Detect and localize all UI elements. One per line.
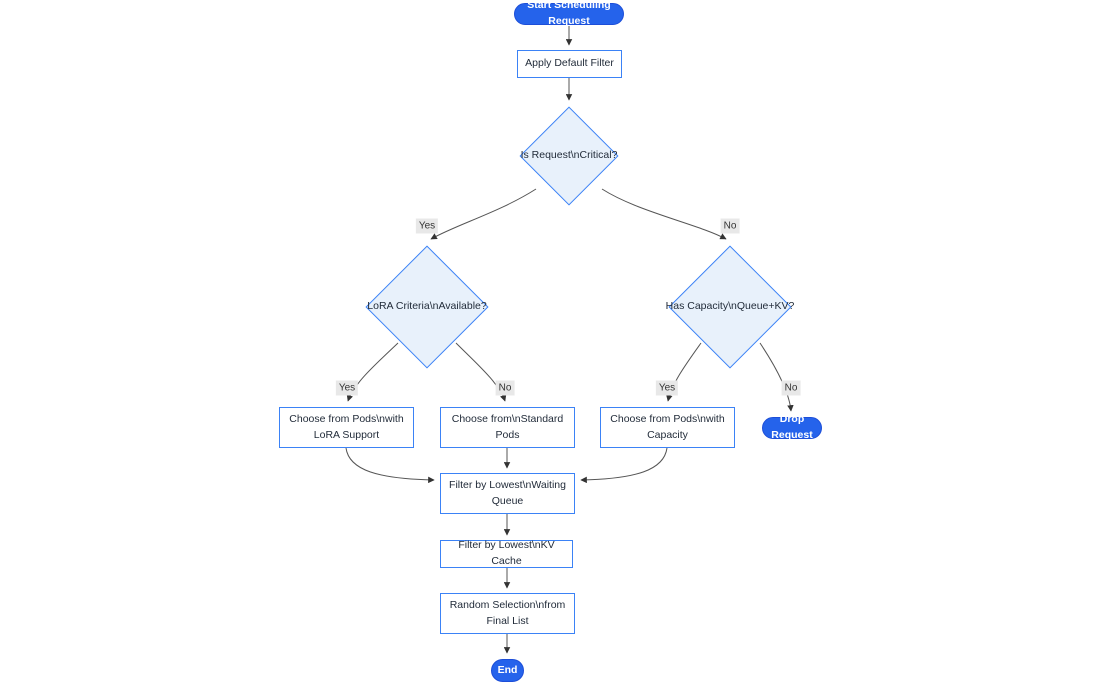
node-choose-pods-capacity: Choose from Pods\nwith Capacity (600, 407, 735, 448)
edge-chooselora-filterqueue (345, 447, 435, 484)
edge-iscritical-lora-yes (430, 188, 537, 240)
edge-label-critical-yes: Yes (415, 218, 439, 234)
decision-label: LoRA Criteria\nAvailable? (367, 300, 487, 313)
node-filter-lowest-waiting-queue: Filter by Lowest\nWaiting Queue (440, 473, 575, 514)
edge-capacity-drop-no (759, 342, 794, 412)
node-start: Start Scheduling Request (514, 0, 624, 27)
edge-label-capacity-yes: Yes (655, 380, 679, 396)
decision-label: Is Request\nCritical? (520, 149, 618, 162)
node-lora-criteria-available: LoRA Criteria\nAvailable? (365, 245, 489, 369)
node-is-request-critical: Is Request\nCritical? (519, 106, 619, 206)
edge-choosecapacity-filterqueue (580, 447, 668, 484)
edge-label-capacity-no: No (781, 380, 801, 396)
edge-label-lora-yes: Yes (335, 380, 359, 396)
edge-lora-chooselora-yes (346, 342, 399, 402)
node-filter-lowest-kv-cache: Filter by Lowest\nKV Cache (440, 539, 573, 568)
node-choose-standard-pods: Choose from\nStandard Pods (440, 407, 575, 448)
edge-capacity-choosecapacity-yes (666, 342, 702, 402)
node-end: End (491, 659, 524, 682)
node-choose-pods-lora-support: Choose from Pods\nwith LoRA Support (279, 407, 414, 448)
decision-label: Has Capacity\nQueue+KV? (665, 300, 795, 313)
edge-label-critical-no: No (720, 218, 740, 234)
node-apply-default-filter: Apply Default Filter (517, 50, 622, 78)
node-random-selection-final-list: Random Selection\nfrom Final List (440, 593, 575, 634)
node-has-capacity-queue-kv: Has Capacity\nQueue+KV? (665, 245, 795, 369)
edge-label-lora-no: No (495, 380, 515, 396)
edge-iscritical-capacity-no (601, 188, 727, 240)
edge-lora-choosestandard-no (455, 342, 507, 402)
node-drop-request: Drop Request (762, 413, 822, 441)
